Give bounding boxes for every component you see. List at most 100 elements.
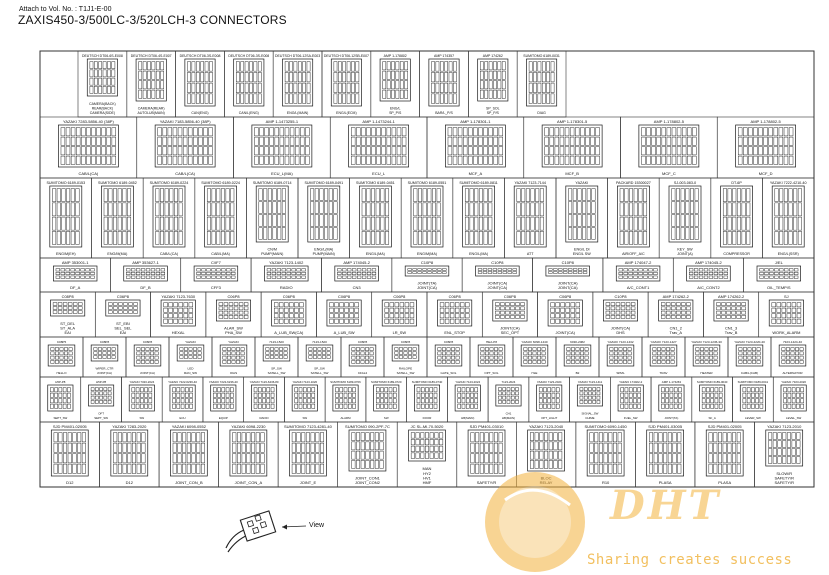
connector-part-number: C06P8 (393, 294, 406, 299)
connector-pin (698, 268, 704, 272)
connector-pin (575, 302, 580, 308)
connector-pin (269, 155, 274, 165)
connector-pin (102, 61, 107, 69)
connector-pin (61, 202, 66, 217)
connector-pin (185, 398, 189, 404)
connector-pin (755, 398, 759, 404)
connector-pin (246, 432, 251, 443)
connector-pin (286, 268, 291, 272)
connector-pin (349, 313, 354, 319)
connector-pin (269, 127, 274, 137)
connector-pin (77, 463, 82, 474)
connector-pin (680, 201, 685, 214)
connector-pin (333, 214, 338, 227)
connector-pin (676, 146, 682, 156)
connector-pin (277, 201, 282, 214)
connector-pin (284, 72, 289, 83)
connector-pin (351, 72, 355, 83)
connector-pin (352, 398, 356, 404)
connector-body (88, 384, 115, 407)
connector-part-number: H5P-P8 (96, 380, 107, 384)
connector-pin (217, 403, 221, 409)
connector-pin (81, 136, 86, 146)
connector-pin (196, 442, 201, 453)
connector-part-number: YAZAKI 7222-6236-40 (209, 380, 238, 384)
connector-pin (73, 310, 78, 314)
connector-pin (566, 355, 571, 360)
connector-pin (188, 347, 193, 351)
connector-pin (669, 398, 674, 404)
connector-body (713, 299, 749, 322)
connector-pin (796, 440, 801, 448)
connector-pin (727, 216, 732, 231)
connector-pin (465, 318, 470, 324)
connector-pin (781, 360, 786, 364)
connector-pin (656, 136, 661, 146)
connector-harness-label: TRAV (660, 371, 669, 375)
connector-pin (577, 214, 582, 227)
connector-pin (447, 127, 453, 137)
connector-pin (746, 392, 751, 398)
connector-pin (661, 360, 666, 364)
connector-pin (553, 460, 558, 469)
connector-pin (580, 155, 585, 165)
connector-pin (799, 347, 804, 351)
connector-pin (799, 360, 804, 364)
connector-pin (122, 432, 127, 443)
connector-pin (451, 351, 455, 356)
connector-pin (233, 310, 239, 315)
connector-pin (577, 227, 582, 240)
connector-pin (539, 441, 544, 451)
connector-pin (144, 392, 148, 398)
connector-pin (381, 127, 386, 137)
connector-pin (732, 432, 737, 443)
connector-pin (625, 306, 631, 311)
connector-pin (495, 315, 500, 319)
connector-pin (222, 355, 227, 360)
connector-pin (410, 445, 415, 452)
connector-pin (464, 216, 469, 231)
connector-pin (439, 61, 444, 72)
connector-pin (136, 347, 141, 351)
connector-pin (236, 72, 240, 83)
connector-pin (512, 268, 517, 271)
connector-pin (98, 61, 103, 69)
connector-harness-label: HY2 (423, 471, 432, 476)
connector-pin (488, 155, 493, 165)
connector-pin (774, 275, 779, 279)
connector-pin (163, 313, 168, 319)
connector-pin (68, 351, 73, 356)
connector-pin (741, 302, 746, 306)
connector-body (47, 384, 74, 412)
connector-pin (187, 82, 191, 93)
connector-pin (91, 136, 96, 146)
connector-part-number: YAZAKI 7123-2024 (537, 380, 562, 384)
connector-body (565, 185, 599, 243)
connector-pin (65, 127, 71, 137)
connector-pin (90, 395, 95, 400)
connector-pin (468, 136, 473, 146)
connector-pin (528, 93, 533, 104)
connector-pin (258, 214, 263, 227)
connector-pin (748, 146, 753, 156)
connector-pin (253, 403, 258, 409)
connector-part-number: AMP 1-1473255-1 (266, 119, 299, 124)
connector-pin (666, 302, 671, 306)
connector-body (332, 384, 359, 412)
connector-pin (629, 188, 634, 202)
connector-pin (652, 360, 657, 364)
connector-pin (773, 136, 778, 146)
connector-harness-label: Trav_B (725, 330, 738, 335)
connector-pin (310, 214, 315, 227)
connector-harness-label: R10 (602, 480, 610, 485)
connector-pin (73, 302, 78, 306)
connector-pin (237, 453, 241, 464)
connector-pin (141, 442, 146, 453)
connector-pin (425, 403, 429, 409)
connector-pin (189, 403, 193, 409)
connector-pin (759, 398, 764, 404)
connector-pin (418, 188, 422, 202)
